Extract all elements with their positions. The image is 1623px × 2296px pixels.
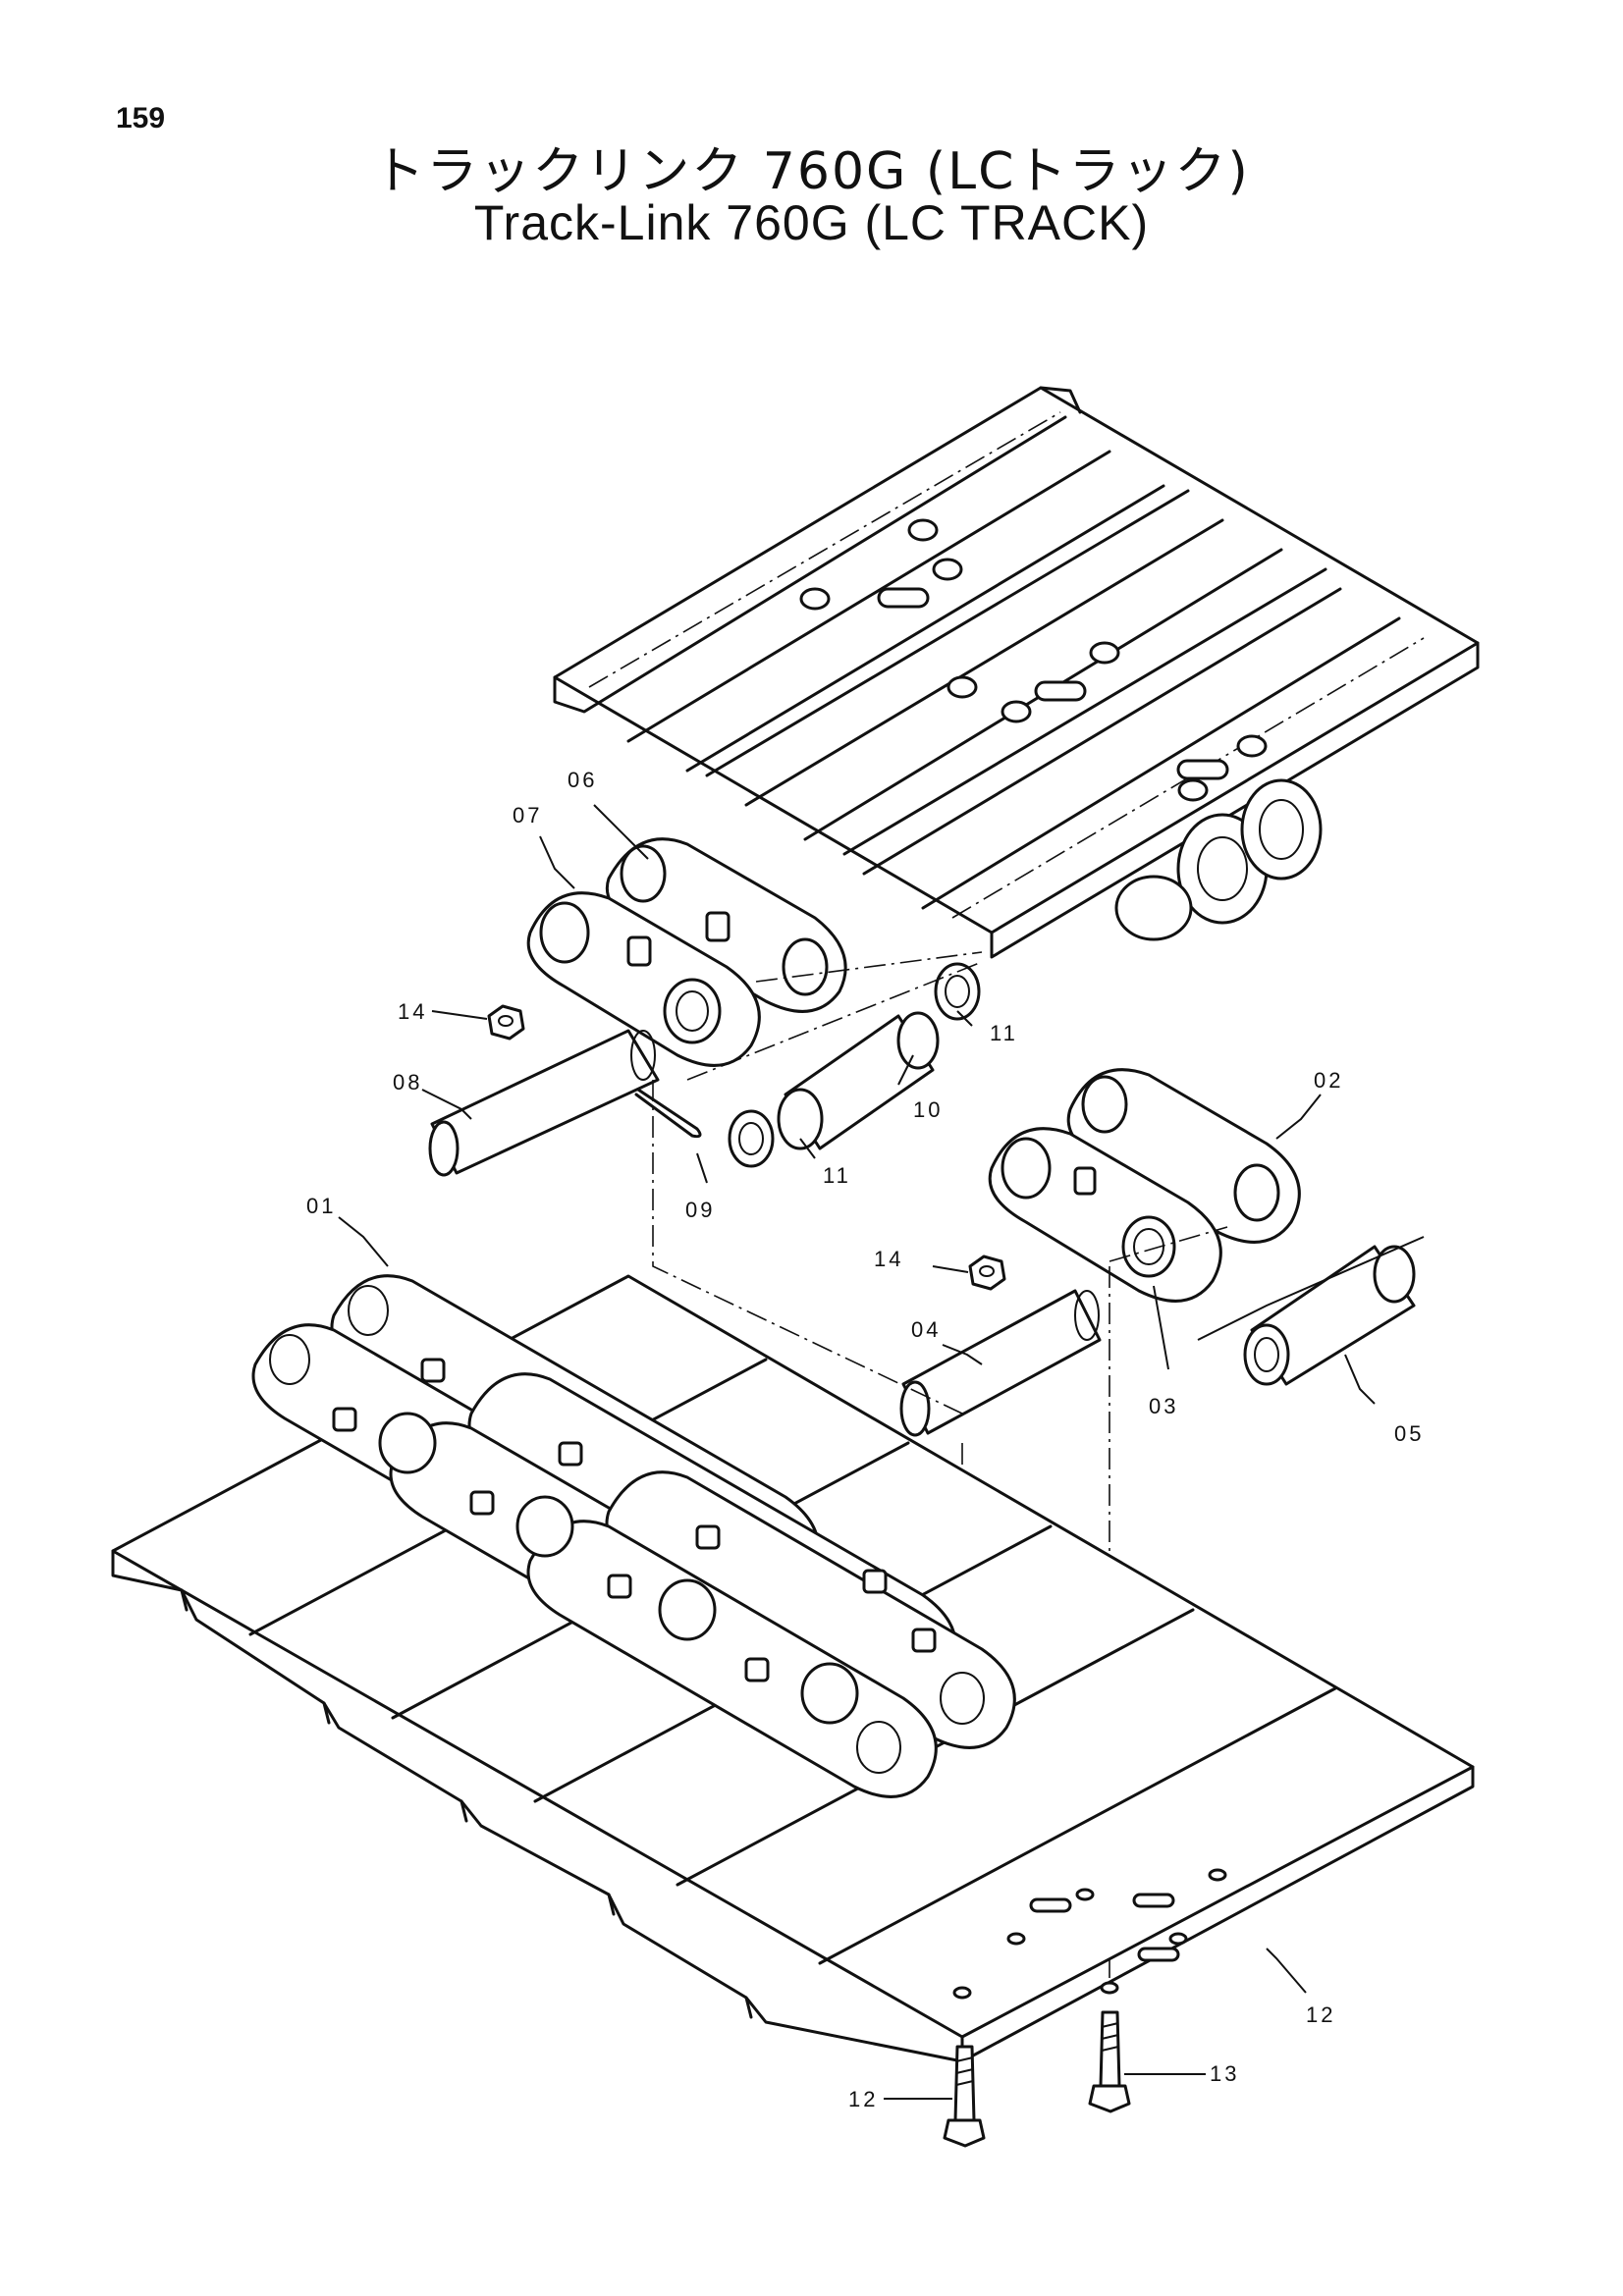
nut-14-upper bbox=[487, 1004, 525, 1041]
callout-11-left: 11 bbox=[823, 1163, 851, 1188]
callout-12-right: 13 bbox=[1210, 2061, 1239, 2086]
callout-09: 09 bbox=[685, 1198, 715, 1222]
link-pair-02-03 bbox=[988, 1068, 1301, 1303]
nut-14-middle bbox=[968, 1255, 1006, 1291]
callout-05: 05 bbox=[1394, 1421, 1424, 1446]
link-pair-06-07 bbox=[526, 837, 983, 1067]
callout-11-right: 11 bbox=[990, 1021, 1018, 1045]
callout-03: 03 bbox=[1149, 1394, 1178, 1418]
callout-13: 12 bbox=[1306, 2002, 1335, 2027]
callout-12-left: 12 bbox=[848, 2087, 878, 2111]
leader-lines bbox=[338, 804, 1376, 2100]
title-english: Track-Link 760G (LC TRACK) bbox=[473, 195, 1150, 250]
callout-08: 08 bbox=[393, 1070, 422, 1095]
lower-track-assembly bbox=[111, 1274, 1475, 2063]
upper-track-shoe bbox=[553, 386, 1480, 959]
callout-06: 06 bbox=[568, 768, 597, 792]
bushing-05 bbox=[1197, 1236, 1425, 1386]
callout-01: 01 bbox=[306, 1194, 336, 1218]
cotter-pin-09 bbox=[634, 1088, 702, 1139]
callout-04: 04 bbox=[911, 1317, 941, 1342]
callout-14-middle: 14 bbox=[874, 1247, 903, 1271]
callout-10: 10 bbox=[913, 1097, 943, 1122]
title-japanese: トラックリンク 760G (LCトラック) bbox=[373, 142, 1250, 201]
bolt-12-left bbox=[943, 2045, 986, 2148]
callout-07: 07 bbox=[513, 803, 542, 828]
callout-14-upper: 14 bbox=[398, 999, 427, 1024]
bushing-10-and-seals-11 bbox=[686, 961, 983, 1168]
pin-08 bbox=[428, 1029, 660, 1177]
callout-02: 02 bbox=[1314, 1068, 1343, 1093]
callout-labels: 06 07 14 08 09 10 11 11 02 14 04 03 05 0… bbox=[306, 768, 1424, 2111]
page-number: 159 bbox=[116, 102, 166, 134]
bolt-12-right bbox=[1088, 2010, 1131, 2113]
pin-04 bbox=[899, 1289, 1102, 1437]
